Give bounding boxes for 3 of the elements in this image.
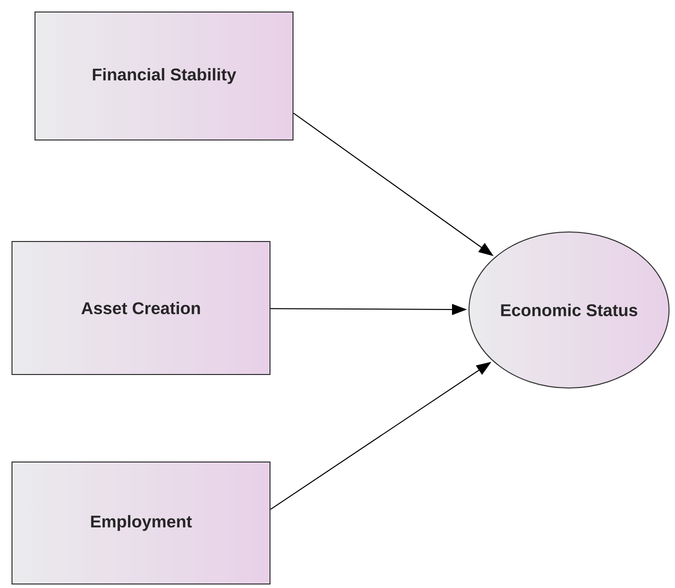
process-box: Asset Creation	[12, 241, 270, 375]
process-box: Employment	[12, 462, 270, 584]
process-box: Financial Stability	[34, 12, 294, 140]
